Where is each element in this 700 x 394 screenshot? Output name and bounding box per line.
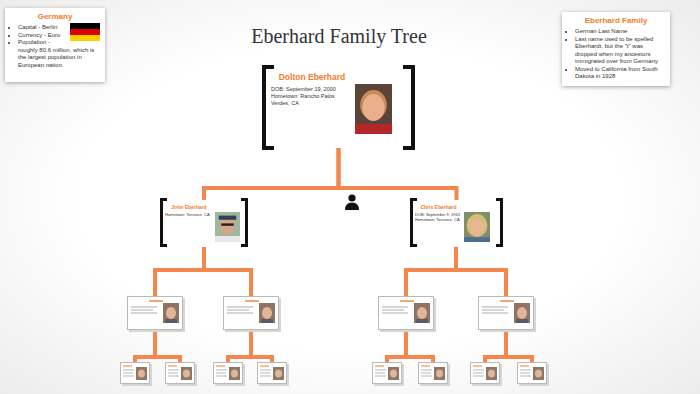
bullet-text: German Last Name [575,28,665,36]
person-card: John EberhardHometown: Torrance, CA [160,198,248,247]
text-column: Chris EberhardDOB: September 9, 1963Home… [415,204,462,223]
panel-heading: Eberhard Family [567,16,665,26]
person-card: Dolton EberhardDOB: September 19, 2000Ho… [262,65,415,150]
person-detail: DOB: September 19, 2000 [271,86,353,93]
bullet-text: Population - roughly 80.6 million, which… [18,39,100,69]
portrait-photo [355,84,392,134]
bullet-list: Capital - BerlinCurrency - EuroPopulatio… [10,24,100,69]
portrait-photo [215,212,240,242]
person-detail: Hometown: Torrance, CA [165,212,213,217]
german-flag [70,23,100,41]
tree-connector [204,150,339,198]
person-name: Dolton Eberhard [271,72,353,83]
tree-connector [339,150,457,198]
text-column: Dolton EberhardDOB: September 19, 2000Ho… [271,72,353,107]
person-card: Chris EberhardDOB: September 9, 1963Home… [410,198,503,247]
person-name: John Eberhard [165,204,213,210]
bullet-text: Last name used to be spelled Eberhardt, … [575,36,665,66]
person-name: Chris Eberhard [415,204,462,210]
bullet-list: German Last NameLast name used to be spe… [567,28,665,81]
person-detail: DOB: September 9, 1963 [415,212,462,217]
text-column: John EberhardHometown: Torrance, CA [165,204,213,217]
bullet-text: Capital - Berlin [18,24,100,32]
info-panel: Eberhard FamilyGerman Last NameLast name… [562,12,670,86]
bullet-text: Currency - Euro [18,32,100,40]
bullet-text: Moved to California from South Dakota in… [575,66,665,81]
portrait-photo [464,212,490,242]
diagram-title: Eberhard Family Tree [200,25,478,48]
person-detail: Hometown: Torrance, CA [415,217,462,222]
person-detail: Hometown: Rancho Palos Verdes, CA [271,93,353,107]
panel-heading: Germany [10,12,100,22]
info-panel: GermanyCapital - BerlinCurrency - EuroPo… [5,8,105,82]
